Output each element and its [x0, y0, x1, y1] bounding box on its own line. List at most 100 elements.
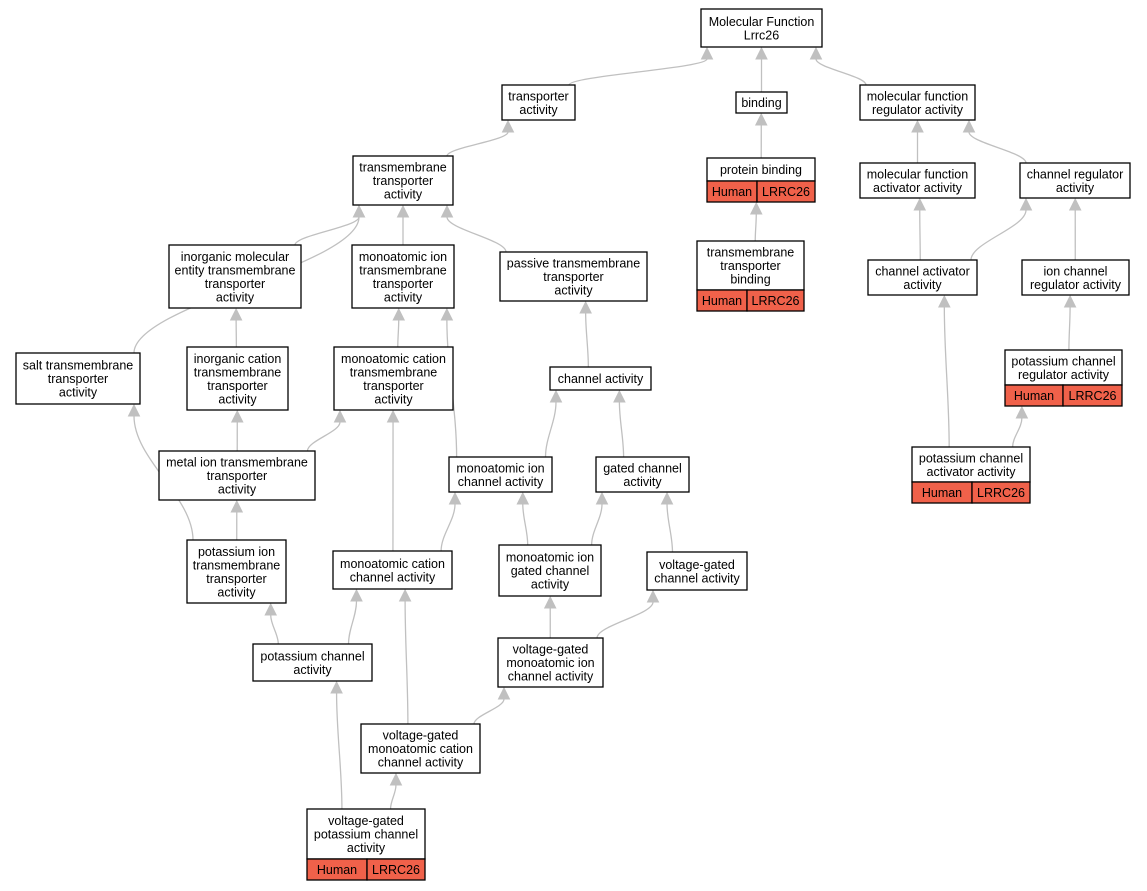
term-box	[859, 84, 976, 121]
term-label-line: potassium ion	[198, 545, 275, 559]
arrowhead	[398, 588, 412, 602]
edge-line	[590, 503, 603, 546]
edge-monogated-to-gated	[590, 491, 609, 546]
term-label-line: regulator activity	[1018, 368, 1110, 382]
gene-label: LRRC26	[752, 294, 800, 308]
term-box	[186, 539, 287, 604]
term-label-line: transmembrane	[193, 558, 281, 572]
arrowhead	[229, 307, 243, 321]
edge-channel-to-passive	[579, 300, 592, 368]
edge-line	[596, 601, 654, 639]
term-label-line: ion channel	[1044, 264, 1108, 278]
term-label-line: potassium channel	[1011, 354, 1115, 368]
term-label-line: activator activity	[873, 181, 963, 195]
gene-label: LRRC26	[1069, 389, 1117, 403]
term-label-line: protein binding	[720, 163, 802, 177]
edge-line	[440, 503, 456, 552]
edge-line	[294, 216, 360, 246]
term-box	[333, 346, 454, 411]
edge-binding-to-mf	[755, 46, 768, 92]
edge-line	[270, 614, 279, 645]
edge-chanact-to-mfact	[913, 197, 927, 261]
term-node-monotm[interactable]: monoatomic iontransmembranetransporterac…	[351, 244, 455, 309]
edge-passive-to-tmtransporter	[440, 204, 507, 253]
edge-inorgcat-to-inorgmol	[229, 307, 243, 348]
term-node-binding[interactable]: binding	[735, 91, 788, 114]
term-box	[332, 550, 453, 590]
arrowhead	[230, 409, 244, 423]
edge-line	[1011, 417, 1023, 448]
term-box	[499, 251, 648, 302]
arrowhead	[754, 112, 768, 126]
edge-vgk-to-vgmonocat	[389, 772, 403, 810]
term-label-line: gated channel	[603, 461, 682, 475]
term-node-inorgcat[interactable]: inorganic cationtransmembranetransporter…	[186, 346, 289, 411]
gene-cell	[366, 858, 426, 881]
term-box	[497, 637, 604, 688]
edge-line	[473, 698, 505, 725]
term-node-monocattm[interactable]: monoatomic cationtransmembranetransporte…	[333, 346, 454, 411]
term-node-metal[interactable]: metal ion transmembranetransporteractivi…	[158, 450, 316, 501]
term-label-line: monoatomic ion	[506, 551, 594, 565]
species-label: Human	[1014, 389, 1054, 403]
term-label-line: activity	[384, 188, 423, 202]
arrowhead	[330, 680, 343, 694]
edge-kchan-to-monocatchan	[347, 588, 363, 645]
arrowhead	[1063, 294, 1077, 308]
term-label-line: activity	[384, 290, 423, 304]
term-node-ktm[interactable]: potassium iontransmembranetransporteract…	[186, 539, 287, 604]
term-label-line: monoatomic ion	[456, 461, 544, 475]
term-label-line: monoatomic ion	[359, 250, 447, 264]
edge-line	[306, 421, 341, 452]
arrowhead	[501, 119, 515, 133]
edge-line	[568, 58, 708, 86]
edge-monotm-to-tmtransporter	[396, 204, 410, 245]
term-label-line: transporter	[48, 372, 108, 386]
species-label: Human	[712, 185, 752, 199]
edge-ktm-to-metal	[230, 499, 244, 541]
edge-tmtransporter-to-transporter	[446, 119, 515, 157]
term-label-line: inorganic cation	[194, 352, 282, 366]
term-box	[351, 244, 455, 309]
species-label: Human	[922, 486, 962, 500]
term-label-line: transporter	[373, 277, 433, 291]
term-box	[646, 551, 748, 591]
arrowhead	[646, 589, 660, 603]
term-label-line: channel activity	[508, 670, 594, 684]
term-box	[911, 446, 1031, 483]
term-label-line: molecular function	[867, 89, 968, 103]
edge-line	[389, 784, 397, 810]
edge-kchanact-to-kchanreg	[1011, 405, 1029, 448]
term-node-protbinding[interactable]: protein binding	[706, 157, 816, 182]
edge-kchan-to-ktm	[264, 602, 279, 645]
edge-line	[544, 401, 557, 458]
edge-line	[585, 312, 589, 368]
term-node-channel[interactable]: channel activity	[549, 366, 652, 391]
edge-mfact-to-mfreg	[911, 119, 924, 163]
